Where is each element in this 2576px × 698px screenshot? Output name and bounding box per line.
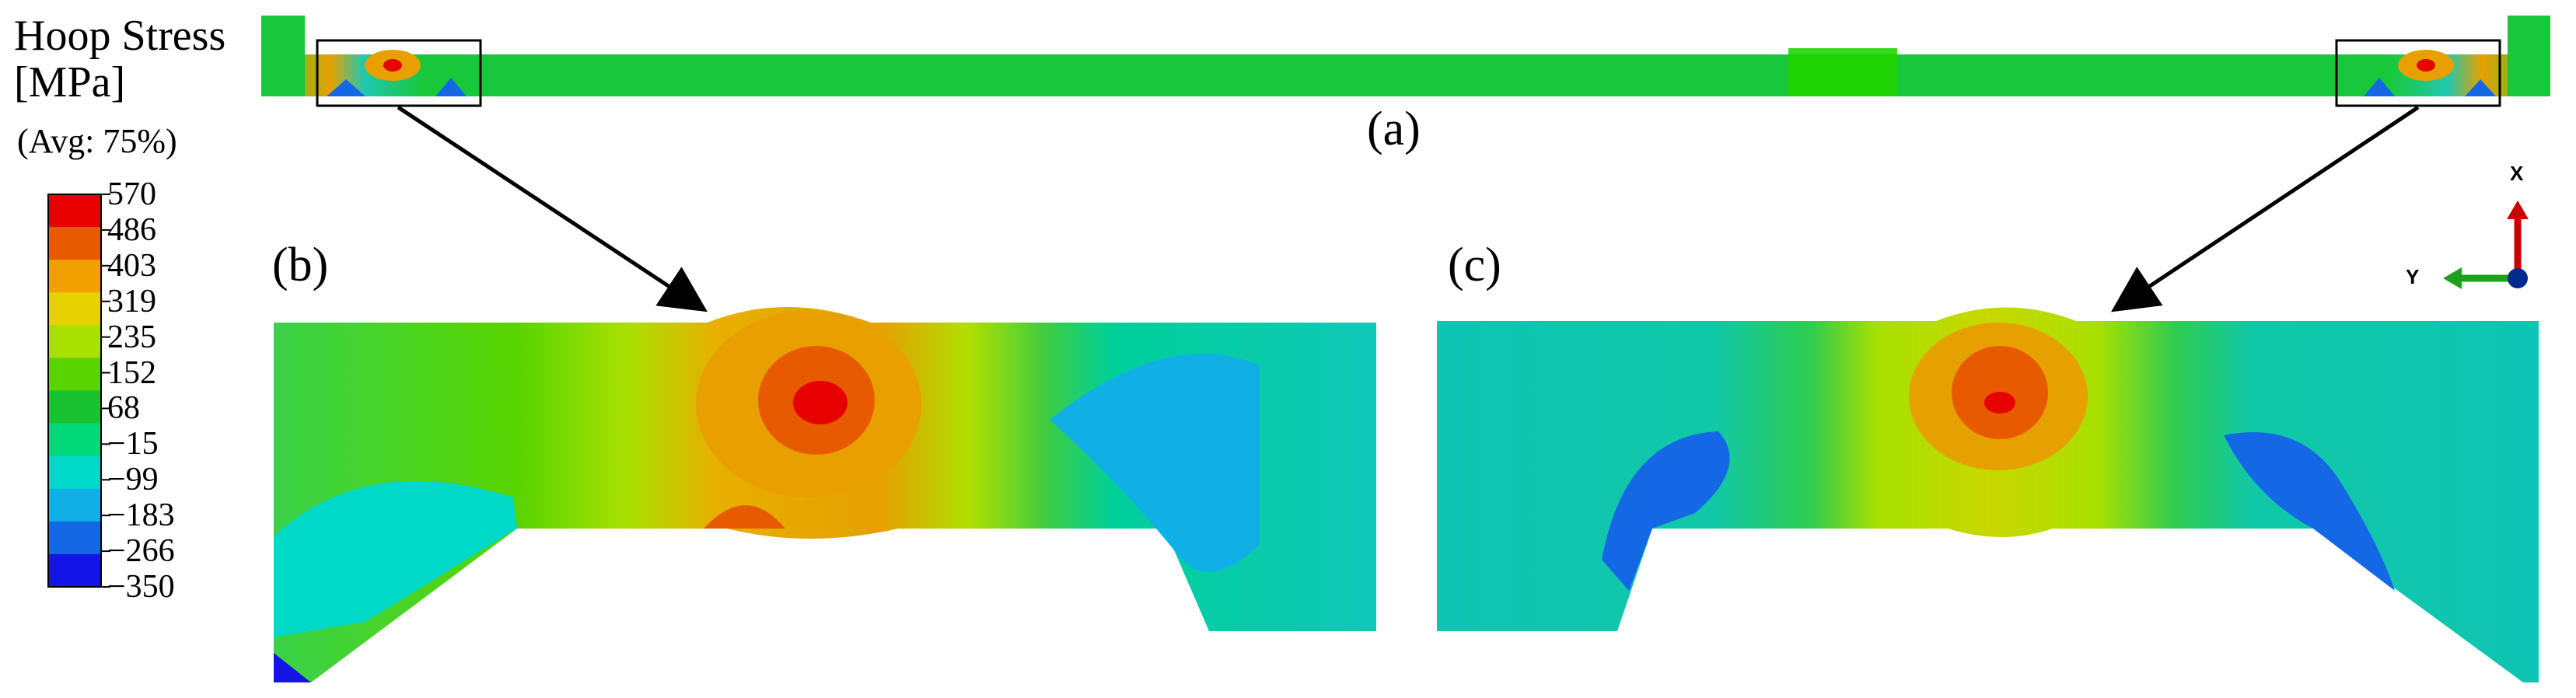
panel-a-left-compressive-zone: [327, 79, 365, 96]
colorbar-segment: [48, 260, 101, 293]
panel-c-detail: [1437, 307, 2539, 682]
triad-y-label: Y: [2406, 265, 2420, 288]
colorbar-tick-label: −266: [107, 533, 175, 570]
colorbar-segment: [48, 358, 101, 391]
panel-b-root-zone: [704, 505, 785, 529]
colorbar-segment: [48, 325, 101, 358]
colorbar-tick-label: 570: [107, 176, 156, 212]
panel-b-compressive-zone-left: [274, 480, 517, 637]
panel-a-left-weld-peak: [383, 59, 402, 72]
panel-b-peak-stress: [793, 381, 848, 424]
callout-arrow-c: [2111, 105, 2420, 312]
panel-c-compressive-zone-right: [2224, 432, 2395, 591]
triad-x-arrowhead: [2507, 201, 2529, 219]
colorbar-tick-label: −15: [107, 426, 159, 462]
panel-b-compressive-zone-right: [1050, 354, 1260, 572]
panel-a-left-end: [261, 16, 305, 96]
legend-title-line1: Hoop Stress: [14, 12, 226, 60]
colorbar-tick-label: 68: [107, 390, 140, 427]
panel-a-right-weld-peak: [2417, 59, 2435, 72]
panel-b-label: (b): [272, 239, 329, 291]
colorbar-segment: [48, 553, 101, 588]
colorbar-tick-label: 152: [107, 354, 156, 391]
legend-average-note: (Avg: 75%): [17, 122, 177, 160]
panel-a-label: (a): [1367, 103, 1421, 155]
panel-a-strip: [261, 54, 2550, 96]
colorbar-segment: [48, 292, 101, 326]
triad-x-label: X: [2510, 162, 2524, 185]
panel-a-right-compressive-zone-2: [2465, 79, 2496, 96]
panel-a-right-compressive-zone: [2364, 78, 2395, 96]
panel-a-right-end: [2508, 16, 2550, 96]
panel-b-compressive-peak: [274, 653, 311, 682]
colorbar-segment: [48, 227, 101, 260]
panel-a-left-detail-box: [316, 39, 482, 107]
callout-arrow-b: [397, 105, 708, 312]
panel-c-compressive-zone-left: [1602, 431, 1730, 591]
colorbar-segment: [48, 488, 101, 522]
panel-c-peak-stress: [1984, 392, 2015, 414]
panel-c-section: [1437, 307, 2539, 682]
stress-colorbar: [47, 194, 110, 588]
triad-y-arrowhead: [2443, 267, 2462, 289]
panel-a-full-model: [261, 16, 2550, 107]
colorbar-tick-label: 403: [107, 247, 156, 284]
panel-b-detail: [274, 307, 1376, 682]
panel-c-label: (c): [1448, 239, 1501, 291]
colorbar-segment: [48, 455, 101, 490]
colorbar-tick-label: 486: [107, 211, 156, 248]
colorbar-tick-label: 319: [107, 283, 156, 319]
colorbar-border: [47, 194, 102, 588]
panel-a-center-feature: [1788, 48, 1897, 96]
colorbar-segment: [48, 194, 101, 228]
colorbar-segment: [48, 521, 101, 555]
colorbar-tick-label: −99: [107, 462, 159, 498]
panel-a-right-detail-box: [2335, 39, 2501, 107]
triad-origin: [2508, 268, 2528, 288]
legend-title-line2: [MPa]: [14, 58, 126, 106]
colorbar-tick-label: −183: [107, 497, 175, 534]
coordinate-triad: [2443, 201, 2529, 289]
colorbar-segment: [48, 423, 101, 457]
panel-a-left-compressive-zone-2: [435, 78, 467, 96]
colorbar-tick-label: 235: [107, 319, 156, 355]
colorbar-segment: [48, 390, 101, 424]
colorbar-tick-label: −350: [107, 569, 175, 605]
